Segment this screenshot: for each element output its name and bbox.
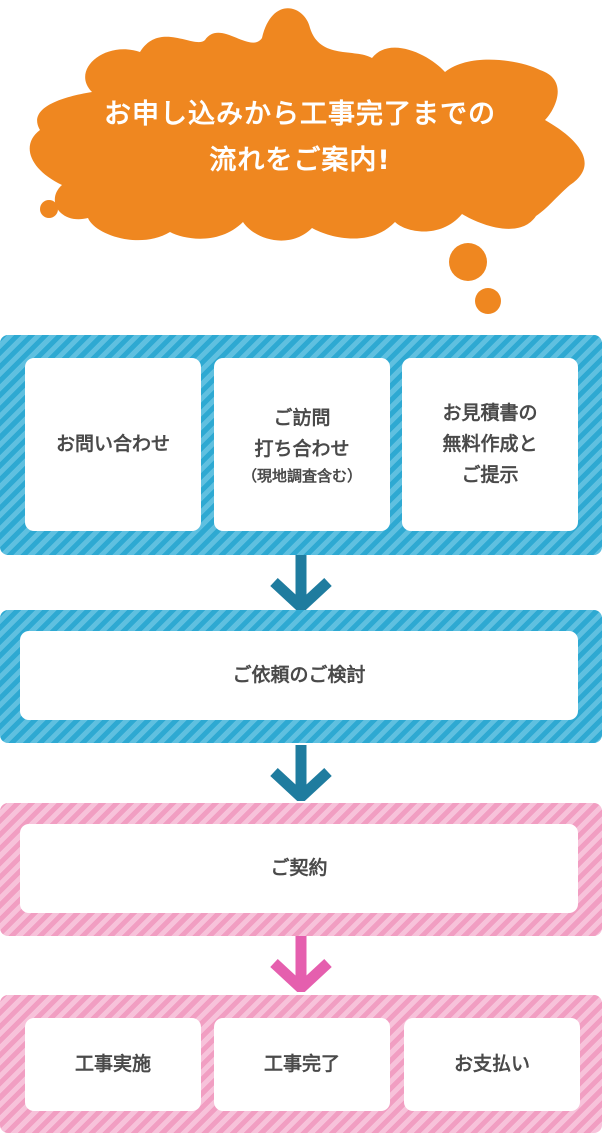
step2-card-consider: ご依頼のご検討 bbox=[20, 631, 578, 720]
step1-band: お問い合わせ ご訪問 打ち合わせ （現地調査含む） お見積書の 無料作成と ご提… bbox=[0, 335, 602, 555]
step3-band: ご契約 bbox=[0, 803, 602, 936]
title-line-1: お申し込みから工事完了までの bbox=[40, 92, 560, 138]
arrow-down-icon bbox=[268, 936, 334, 992]
step3-card-contract: ご契約 bbox=[20, 824, 578, 913]
step1-card-estimate: お見積書の 無料作成と ご提示 bbox=[402, 358, 578, 531]
step2-band: ご依頼のご検討 bbox=[0, 610, 602, 743]
step4-band: 工事実施 工事完了 お支払い bbox=[0, 995, 602, 1133]
arrow-down-icon bbox=[268, 555, 334, 611]
step1-card-visit: ご訪問 打ち合わせ （現地調査含む） bbox=[214, 358, 390, 531]
card-estimate-line1: お見積書の bbox=[442, 398, 537, 429]
splash-drop-right-small bbox=[475, 288, 501, 314]
card-construction-label: 工事実施 bbox=[75, 1049, 151, 1080]
step4-card-payment: お支払い bbox=[404, 1018, 580, 1111]
card-visit-note: （現地調査含む） bbox=[242, 465, 362, 487]
splash-drop-right-large bbox=[449, 243, 487, 281]
card-contract-label: ご契約 bbox=[270, 853, 327, 884]
step4-card-construction: 工事実施 bbox=[25, 1018, 201, 1111]
card-consider-label: ご依頼のご検討 bbox=[232, 660, 365, 691]
card-payment-label: お支払い bbox=[454, 1049, 530, 1080]
step1-card-inquiry: お問い合わせ bbox=[25, 358, 201, 531]
splash-drop-left bbox=[40, 200, 58, 218]
card-estimate-line2: 無料作成と bbox=[442, 429, 537, 460]
card-inquiry-label: お問い合わせ bbox=[56, 429, 170, 460]
page-title: お申し込みから工事完了までの 流れをご案内! bbox=[40, 92, 560, 184]
card-visit-line1: ご訪問 bbox=[273, 403, 330, 434]
card-estimate-line3: ご提示 bbox=[461, 460, 518, 491]
card-visit-line2: 打ち合わせ bbox=[254, 434, 349, 465]
step4-card-completion: 工事完了 bbox=[214, 1018, 390, 1111]
card-completion-label: 工事完了 bbox=[264, 1049, 340, 1080]
title-line-2: 流れをご案内! bbox=[40, 138, 560, 184]
arrow-down-icon bbox=[268, 745, 334, 801]
